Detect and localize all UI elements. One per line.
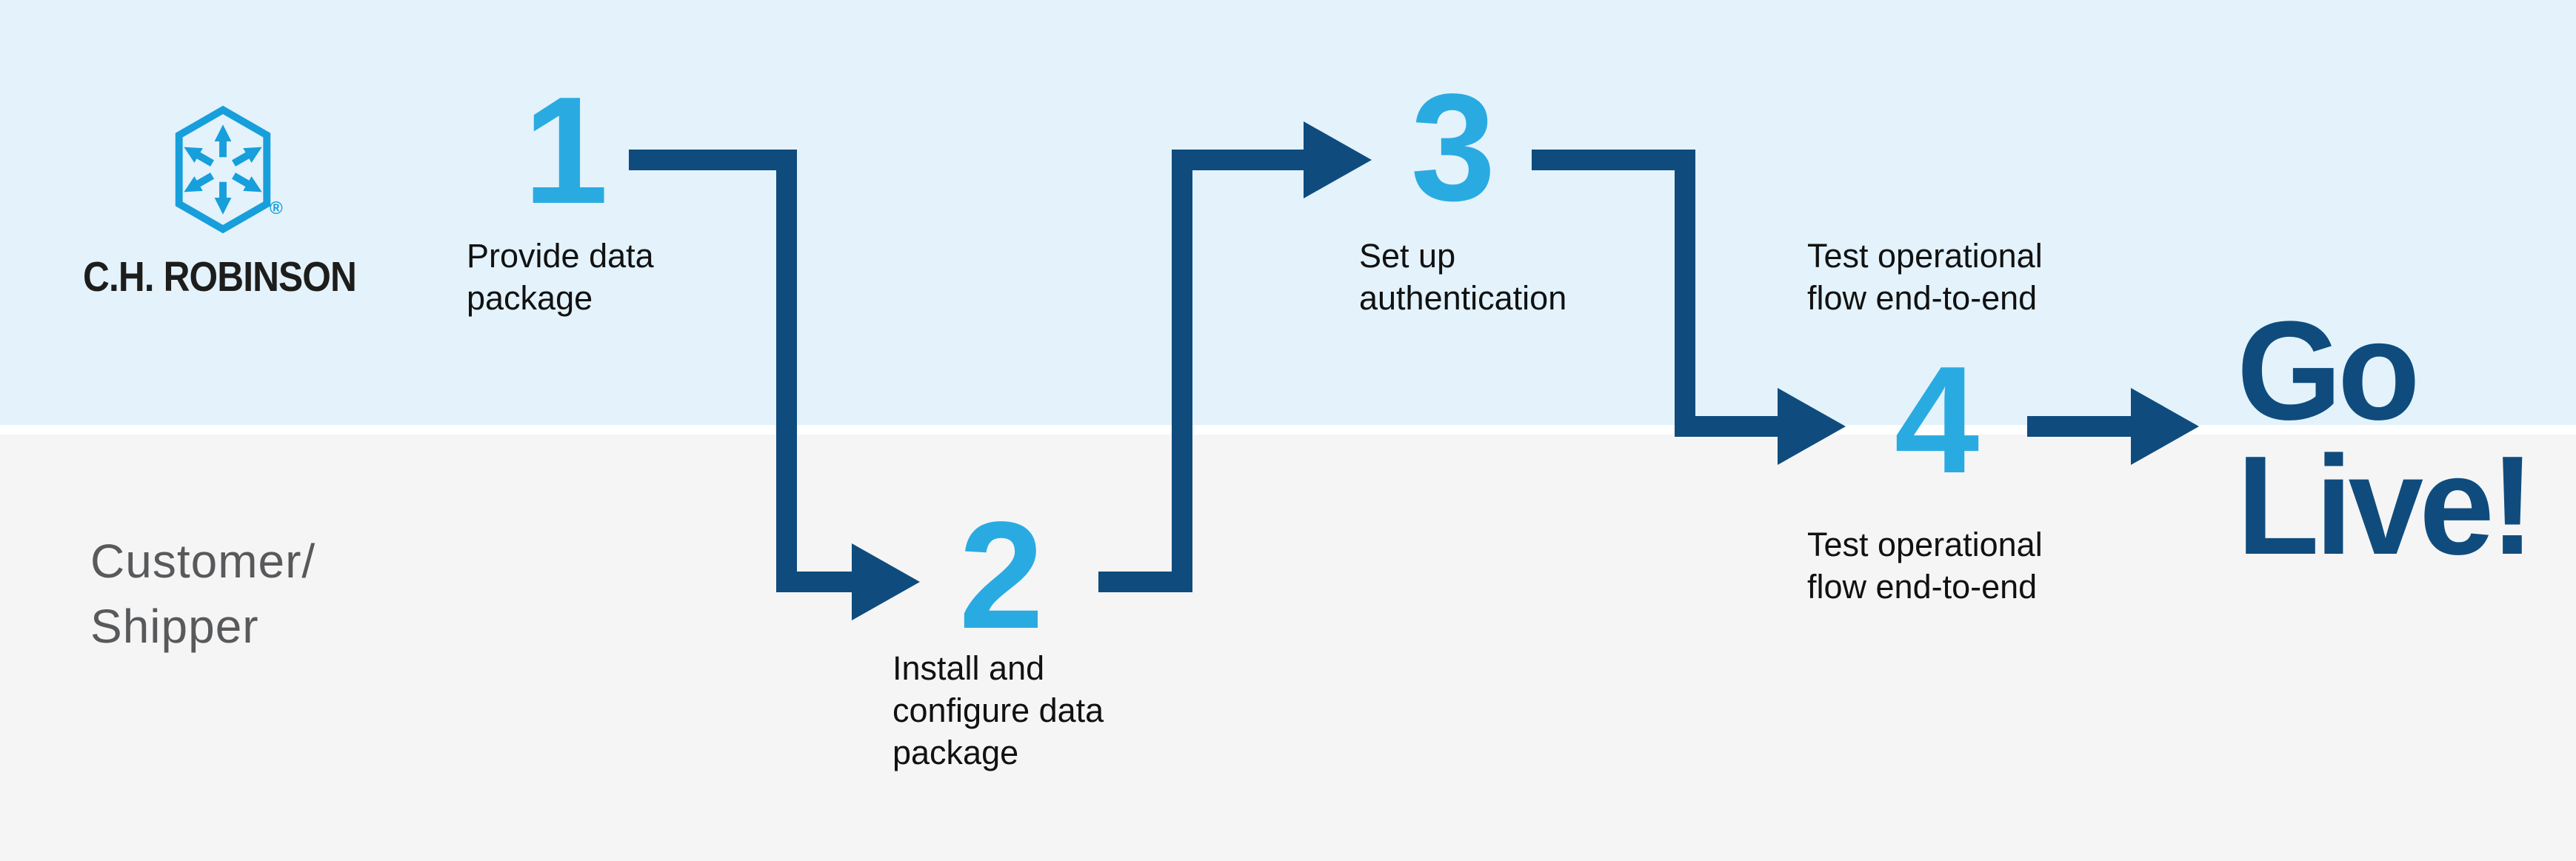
step2-label-line1: Install and — [892, 649, 1045, 687]
chrobinson-wordmark: C.H. ROBINSON — [83, 253, 357, 301]
customer-lane-background — [0, 435, 2576, 861]
step2-number: 2 — [958, 490, 1044, 660]
step4-label-below-line2: flow end-to-end — [1807, 568, 2038, 606]
arrow2-arrowhead-icon — [1304, 121, 1372, 198]
step3-label-line2: authentication — [1359, 279, 1567, 317]
arrow1-horizontal-bottom — [776, 572, 853, 592]
arrow2-vertical-leg — [1172, 150, 1192, 592]
arrow4-shaft — [2027, 416, 2132, 437]
customer-shipper-line1: Customer/ — [90, 535, 316, 588]
step2-label-line2: configure data — [892, 691, 1104, 729]
step3-label-line1: Set up — [1359, 237, 1456, 275]
lane-divider — [0, 425, 2576, 435]
step3-number: 3 — [1410, 62, 1496, 232]
step1-number: 1 — [523, 65, 609, 235]
customer-shipper-line2: Shipper — [90, 600, 259, 653]
step4-label-above: Test operational flow end-to-end — [1807, 235, 2043, 319]
step4-number: 4 — [1894, 335, 1980, 505]
chrobinson-lane-background — [0, 0, 2576, 425]
arrow1-vertical-leg — [776, 150, 797, 592]
arrow4-arrowhead-icon — [2131, 388, 2199, 465]
step4-label-above-line1: Test operational — [1807, 237, 2043, 275]
arrow2-horizontal-top — [1172, 150, 1305, 170]
step1-label-line2: package — [467, 279, 593, 317]
arrow3-vertical-leg — [1675, 150, 1695, 437]
arrow3-horizontal-top — [1532, 150, 1695, 170]
step1-label-line1: Provide data — [467, 237, 654, 275]
registered-trademark: ® — [270, 198, 283, 218]
go-live-line2: Live! — [2237, 427, 2535, 584]
hexagon-arrows-icon — [175, 105, 271, 234]
arrow1-arrowhead-icon — [852, 543, 920, 620]
step4-label-below-line1: Test operational — [1807, 526, 2043, 563]
arrow3-horizontal-bottom — [1675, 416, 1779, 437]
step3-label: Set up authentication — [1359, 235, 1566, 319]
arrow3-arrowhead-icon — [1778, 388, 1846, 465]
customer-shipper-label: Customer/ Shipper — [90, 529, 316, 659]
go-live-label: Go Live! — [2237, 292, 2535, 584]
arrow1-horizontal-top — [629, 150, 797, 170]
go-live-line1: Go — [2237, 292, 2420, 449]
step2-label-line3: package — [892, 734, 1019, 771]
step4-label-above-line2: flow end-to-end — [1807, 279, 2038, 317]
step1-label: Provide data package — [467, 235, 654, 319]
step4-label-below: Test operational flow end-to-end — [1807, 523, 2043, 608]
step2-label: Install and configure data package — [892, 647, 1104, 774]
